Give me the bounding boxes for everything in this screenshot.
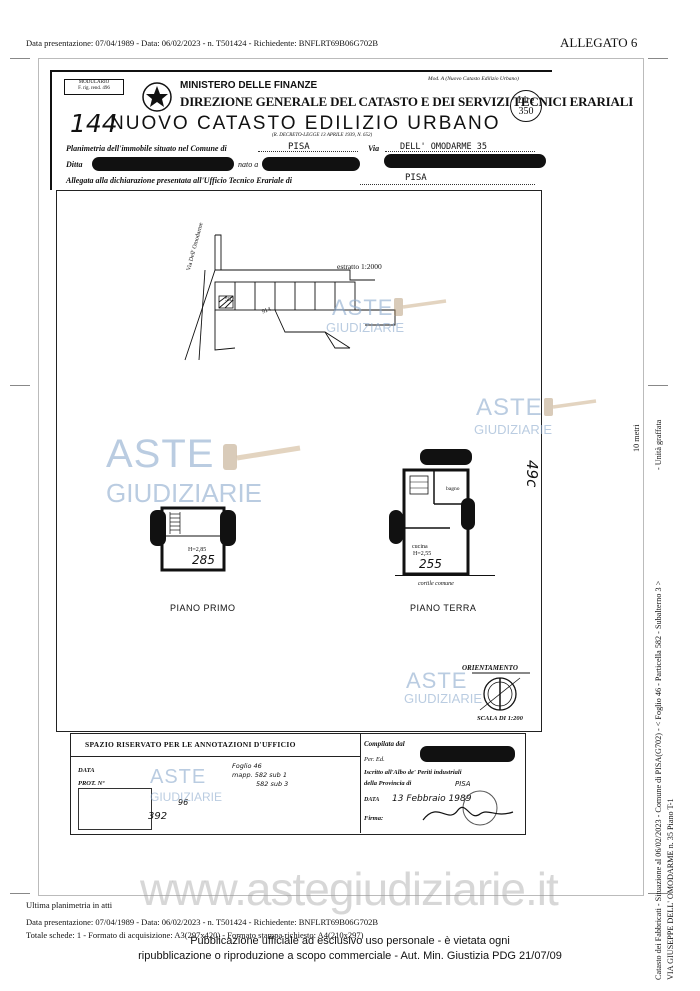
watermark-aste-3: ASTE <box>106 432 215 476</box>
comune-label: Planimetria dell'immobile situato nel Co… <box>66 144 227 153</box>
north-arrow-icon <box>472 672 530 711</box>
office-prot-label: PROT. Nº <box>78 780 105 787</box>
site-watermark: www.astegiudiziarie.it <box>140 863 559 915</box>
provincia-value: PISA <box>455 780 471 788</box>
form-title: NUOVO CATASTO EDILIZIO URBANO <box>110 113 501 134</box>
watermark-giud-1: GIUDIZIARIE <box>326 320 405 335</box>
footer-line-2: Totale schede: 1 - Formato di acquisizio… <box>26 930 364 940</box>
h-first-floor: H=2,85 <box>188 547 207 553</box>
watermark-giud-2: GIUDIZIARIE <box>474 422 553 437</box>
side-text-2: VIA GIUSEPPE DELL' OMODARME n. 35 Piano … <box>666 798 675 980</box>
watermark-aste-5: ASTE <box>150 766 207 788</box>
bagno-label: bagno <box>446 486 460 492</box>
office-data-label: DATA <box>78 767 95 774</box>
side-text-1: Catasto dei Fabbricati - Situazione al 0… <box>654 580 663 980</box>
redacted-owner <box>92 157 234 171</box>
h-ground-floor: H=2,55 <box>413 551 432 557</box>
watermark-giud-4: GIUDIZIARIE <box>404 691 483 706</box>
lire-value: 350 <box>518 106 534 117</box>
lire-label: Lire <box>517 95 535 106</box>
form-number: 144 <box>70 109 118 138</box>
via-label: Via <box>368 144 380 153</box>
office-title: SPAZIO RISERVATO PER LE ANNOTAZIONI D'UF… <box>85 740 296 749</box>
cortile-label: cortile comune <box>418 581 454 587</box>
compilata-label: Compilata dal <box>364 740 405 748</box>
cucina-label: cucina <box>412 544 428 550</box>
mod-label: Mod. A (Nuovo Catasto Edilizio Urbano) <box>428 76 519 82</box>
provincia-label: della Provincia di <box>364 780 412 787</box>
scala-label: SCALA DI 1:200 <box>477 715 523 722</box>
gavel-watermark-icon <box>223 444 301 470</box>
document-sheet <box>38 58 644 896</box>
modulario-label: MODULARIO <box>78 80 110 85</box>
redact-pp-right <box>220 510 236 546</box>
office-number-96: 96 <box>178 798 189 807</box>
orientamento-label: ORIENTAMENTO <box>462 664 518 672</box>
modulario-sub: F. rig. rend. 496 <box>78 86 110 91</box>
allegata-label: Allegata alla dichiarazione presentata a… <box>66 176 292 185</box>
foglio-note: Foglio 46 <box>232 762 262 770</box>
direction-name: DIREZIONE GENERALE DEL CATASTO E DEI SER… <box>180 94 634 109</box>
side-text-3: 10 metri <box>632 424 641 452</box>
office-stamp-box <box>78 788 152 830</box>
side-text-1b: - Unità graffata <box>654 419 663 470</box>
compilata-data-label: DATA <box>364 797 380 803</box>
notice-line-2: ripubblicazione o riproduzione a scopo c… <box>138 950 562 962</box>
compilata-data-value: 13 Febbraio 1989 <box>392 794 472 804</box>
footer-line-1: Data presentazione: 07/04/1989 - Data: 0… <box>26 917 379 927</box>
decree-label: (R. DECRETO-LEGGE 13 APRILE 1939, N. 652… <box>272 133 373 138</box>
redacted-birthdate <box>384 154 546 168</box>
piano-primo-label: PIANO PRIMO <box>170 603 236 613</box>
watermark-aste-4: ASTE <box>406 668 468 693</box>
firma-label: Firma: <box>364 815 384 822</box>
iscritto-label: Iscritto all'Albo de' Periti industriali <box>364 769 462 776</box>
republic-emblem-icon <box>142 82 172 112</box>
modulario-box: MODULARIO F. rig. rend. 496 <box>64 79 124 95</box>
watermark-giud-3: GIUDIZIARIE <box>106 478 263 508</box>
piano-terra-label: PIANO TERRA <box>410 603 477 613</box>
notice-line-1: Pubblicazione ufficiale ad esclusivo uso… <box>190 935 510 947</box>
particella-number: 582 <box>225 297 234 303</box>
watermark-aste-1: ASTE <box>332 295 394 320</box>
comune-value: PISA <box>288 142 310 152</box>
per-ed-label: Per. Ed. <box>364 756 385 763</box>
estratto-label: estratto 1:2000 <box>337 262 382 271</box>
allegata-value: PISA <box>405 173 427 183</box>
office-frame <box>70 733 526 835</box>
watermark-aste-2: ASTE <box>476 394 543 421</box>
redact-pt-right <box>461 498 475 530</box>
plan-frame <box>56 190 542 732</box>
redacted-compiler <box>420 746 515 762</box>
side-mark-49c: 49c <box>523 460 541 488</box>
redact-pp-left <box>150 510 166 546</box>
h-ground-floor-big: 255 <box>419 557 442 571</box>
h-first-floor-big: 285 <box>192 553 215 567</box>
mappale-note-2: 582 sub 3 <box>256 780 289 788</box>
form-header-frame <box>50 70 552 190</box>
cadastral-extract-map <box>184 234 396 361</box>
mappale-note: mapp. 582 sub 1 <box>232 771 288 779</box>
office-number-392: 392 <box>148 811 168 822</box>
redact-pt-top <box>420 449 472 465</box>
watermark-giud-5: GIUDIZIARIE <box>150 790 223 804</box>
redact-pt-left <box>389 510 403 544</box>
gavel-watermark-icon-3 <box>544 398 597 416</box>
allegato-label: ALLEGATO 6 <box>560 35 638 50</box>
signature-stamp <box>422 790 514 826</box>
ministry-name: MINISTERO DELLE FINANZE <box>180 80 318 91</box>
via-value: DELL' OMODARME 35 <box>400 142 487 152</box>
ultima-planimetria: Ultima planimetria in atti <box>26 900 113 910</box>
stamp-duty-seal: Lire 350 <box>510 90 542 122</box>
ditta-label: Ditta <box>66 160 83 169</box>
header-info: Data presentazione: 07/04/1989 - Data: 0… <box>26 38 379 48</box>
nato-label: nato a <box>238 160 259 169</box>
redacted-birthplace <box>262 157 360 171</box>
gavel-watermark-icon-2 <box>394 298 447 316</box>
